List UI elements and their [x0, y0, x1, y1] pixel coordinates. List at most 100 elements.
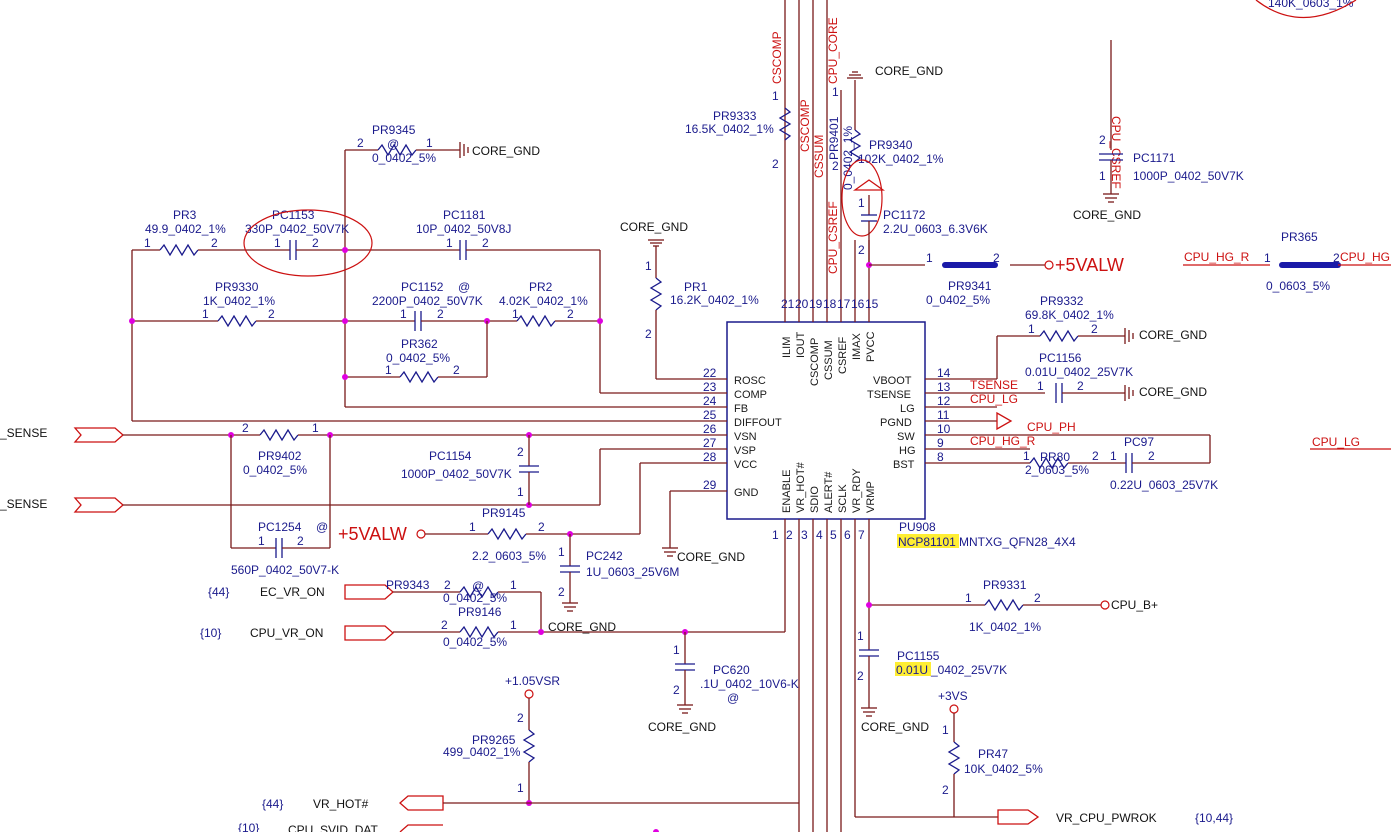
pin-name-rosc: ROSC: [734, 375, 766, 387]
pc620-gnd-label: CORE_GND: [648, 720, 716, 734]
vsense-connector-a: [73, 427, 124, 443]
pr47-ref: PR47: [978, 747, 1008, 761]
pr1-value: 16.2K_0402_1%: [670, 293, 759, 307]
pin-num-1: 1: [772, 528, 779, 542]
pc1155-pin2: 2: [857, 669, 864, 683]
pr9330-ref: PR9330: [215, 280, 259, 294]
pr9331-value: 1K_0402_1%: [969, 620, 1041, 634]
pc1154-value: 1000P_0402_50V7K: [401, 467, 512, 481]
p3vs-terminal: [949, 704, 959, 714]
pc620-mark: @: [727, 691, 739, 705]
pc242-ref: PC242: [586, 549, 623, 563]
pin-num-27: 27: [703, 436, 717, 450]
pin-name-pvcc: PVCC: [865, 331, 877, 362]
pc1172-ref: PC1172: [883, 208, 926, 222]
pc620-value: .1U_0402_10V6-K: [700, 677, 799, 691]
pc1171-pin1: 1: [1099, 169, 1106, 183]
pr1-gnd-label: CORE_GND: [620, 220, 688, 234]
pr9401-pin2: 2: [832, 159, 839, 173]
pr2-ref: PR2: [529, 280, 553, 294]
pr9402-pin1: 1: [312, 421, 319, 435]
net-vr-hot: VR_HOT#: [313, 797, 369, 811]
pin-name-imax: IMAX: [851, 332, 863, 360]
cpu-b-terminal: [1100, 600, 1110, 610]
ic-part-rest: MNTXG_QFN28_4X4: [959, 535, 1076, 549]
pin-name-iout: IOUT: [795, 331, 807, 358]
pr9145-pin2: 2: [538, 520, 545, 534]
pr9341-pin2: 2: [993, 251, 1000, 265]
junction-345-250: [342, 247, 348, 253]
p5valw-left-terminal: [416, 529, 426, 539]
junction-345-377: [342, 374, 348, 380]
pc1254-pin1: 1: [258, 534, 265, 548]
pin-num-20: 20: [795, 297, 809, 311]
pr9402-pin2: 2: [242, 421, 249, 435]
pin-num-22: 22: [703, 366, 717, 380]
net-cpu-lg-left: CPU_LG: [970, 392, 1018, 406]
pr9343-value: 0_0402_5%: [443, 591, 507, 605]
pc1153-value: 330P_0402_50V7K: [245, 222, 349, 236]
pr365-value: 0_0603_5%: [1266, 279, 1330, 293]
net-p3vs: +3VS: [938, 689, 968, 703]
pc1153-pin1: 1: [274, 236, 281, 250]
gnd-top-symbol: [847, 71, 863, 79]
pc1171-gnd-symbol: [1103, 193, 1119, 203]
pc242-pin1: 1: [558, 545, 565, 559]
net-cpu-hg: CPU_HG: [1340, 250, 1390, 264]
pr9332-ref: PR9332: [1040, 294, 1084, 308]
pin-name-vr-rdy: VR_RDY: [851, 468, 863, 513]
pin-num-18: 18: [823, 297, 837, 311]
pin-num-16: 16: [851, 297, 865, 311]
thermistor-symbol: [852, 179, 886, 191]
vr-hot-connector: [399, 795, 444, 811]
pin-num-28: 28: [703, 450, 717, 464]
pc97-pin2: 2: [1148, 449, 1155, 463]
pin-num-24: 24: [703, 394, 717, 408]
pc1254-ref: PC1254: [258, 520, 302, 534]
ic-ref: PU908: [899, 520, 936, 534]
pr9145-pin1: 1: [469, 520, 476, 534]
pc1171-value: 1000P_0402_50V7K: [1133, 169, 1244, 183]
ic-right-pin-numbers: 14 13 12 11 10 9 8: [937, 366, 951, 464]
pin-num-6: 6: [844, 528, 851, 542]
pc1152-pin1: 1: [400, 307, 407, 321]
pr1-pin1: 1: [645, 259, 652, 273]
pc1181-ref: PC1181: [443, 208, 486, 222]
pr9330-symbol: [217, 314, 257, 328]
net-cscomp-mid: CSCOMP: [798, 99, 812, 152]
pr1-gnd-symbol: [648, 239, 664, 247]
pr9330-pin2: 2: [268, 307, 275, 321]
pc1155-ref: PC1155: [897, 649, 940, 663]
pr9402-symbol: [259, 428, 299, 442]
pr9265-pin1: 1: [517, 781, 524, 795]
pr362-pin2: 2: [453, 363, 460, 377]
pc1155-pin1: 1: [857, 629, 864, 643]
pr9265-pin2: 2: [517, 711, 524, 725]
pin-name-cscomp: CSCOMP: [809, 338, 821, 386]
pr365-ref: PR365: [1281, 230, 1318, 244]
pc1152-mark: @: [458, 280, 470, 294]
pin-num-3: 3: [801, 528, 808, 542]
pr362-pin1: 1: [385, 363, 392, 377]
pc1172-value: 2.2U_0603_6.3V6K: [883, 222, 988, 236]
pc1254-pin2: 2: [297, 534, 304, 548]
net-cpu-csref-low: CPU_CSREF: [826, 201, 840, 274]
pr9343-mark: @: [472, 579, 484, 593]
pc1171-ref: PC1171: [1133, 151, 1176, 165]
ic-left-pin-names: ROSC COMP FB DIFFOUT VSN VSP VCC GND: [734, 375, 782, 499]
net-cpu-core: CPU_CORE: [826, 17, 840, 84]
net-cpu-hg-r-ic: CPU_HG_R: [970, 434, 1036, 448]
pr47-pin2: 2: [942, 783, 949, 797]
pc1156-gnd-symbol: [1124, 385, 1134, 401]
pr9341-ref: PR9341: [948, 279, 992, 293]
pc620-ref: PC620: [713, 663, 750, 677]
pr9331-pin2: 2: [1034, 591, 1041, 605]
junction-132-321: [129, 318, 135, 324]
ref-10-cpuvron: {10}: [200, 626, 221, 640]
net-cpu-ph: CPU_PH: [1027, 420, 1076, 434]
net-tsense: TSENSE: [970, 378, 1018, 392]
pr9330-value: 1K_0402_1%: [203, 294, 275, 308]
net-cpu-lg-right: CPU_LG: [1312, 435, 1360, 449]
pin-num-5: 5: [830, 528, 837, 542]
pr2-value: 4.02K_0402_1%: [499, 294, 588, 308]
